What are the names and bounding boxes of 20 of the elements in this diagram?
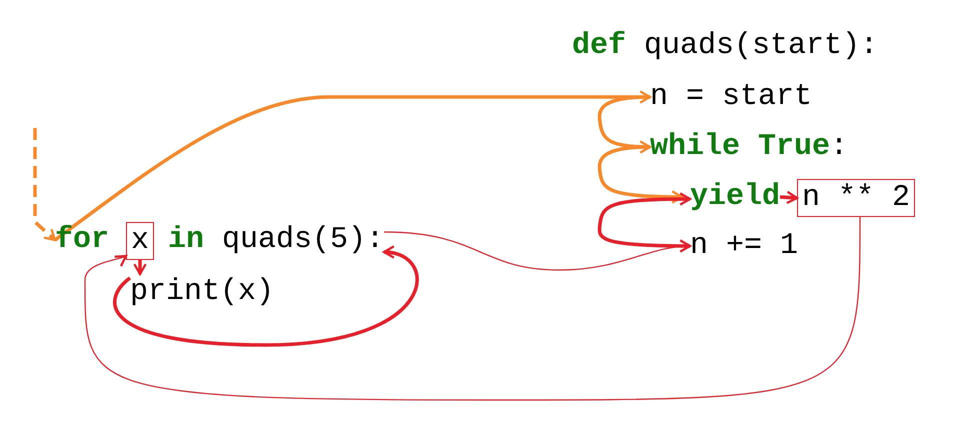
flow-arrow [133,260,147,276]
highlighted-expression: n ** 2 [797,179,916,217]
flow-arrow [54,90,652,242]
flow-arrow [384,231,692,271]
flow-arrow [33,128,56,242]
flow-arrow [113,246,419,347]
code-line: for [55,222,110,258]
highlighted-expression: x [126,222,154,260]
flow-arrow [780,190,798,204]
code-line: while True: [650,129,848,165]
code-line: in quads(5): [168,222,384,258]
code-line: def quads(start): [572,28,878,64]
code-line: yield [690,179,780,215]
flow-arrow [84,217,861,401]
flow-arrow [598,95,652,154]
code-line: print(x) [130,274,274,310]
flow-arrow [598,145,684,204]
code-line: n += 1 [690,228,798,264]
flow-arrow [598,192,692,248]
code-line: n = start [650,79,812,115]
